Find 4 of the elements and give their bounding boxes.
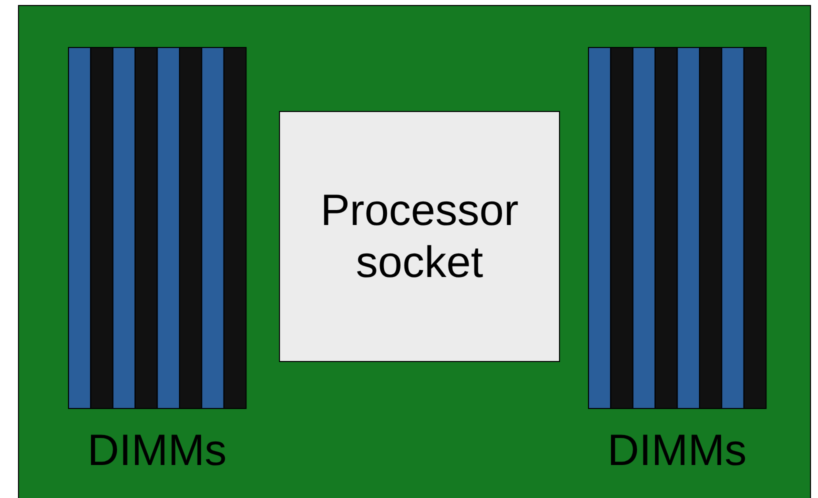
socket-label: Processor socket — [319, 184, 520, 288]
dimm-label: DIMMs — [606, 427, 748, 475]
circuit-board — [18, 5, 811, 498]
dimm-label: DIMMs — [86, 427, 228, 475]
